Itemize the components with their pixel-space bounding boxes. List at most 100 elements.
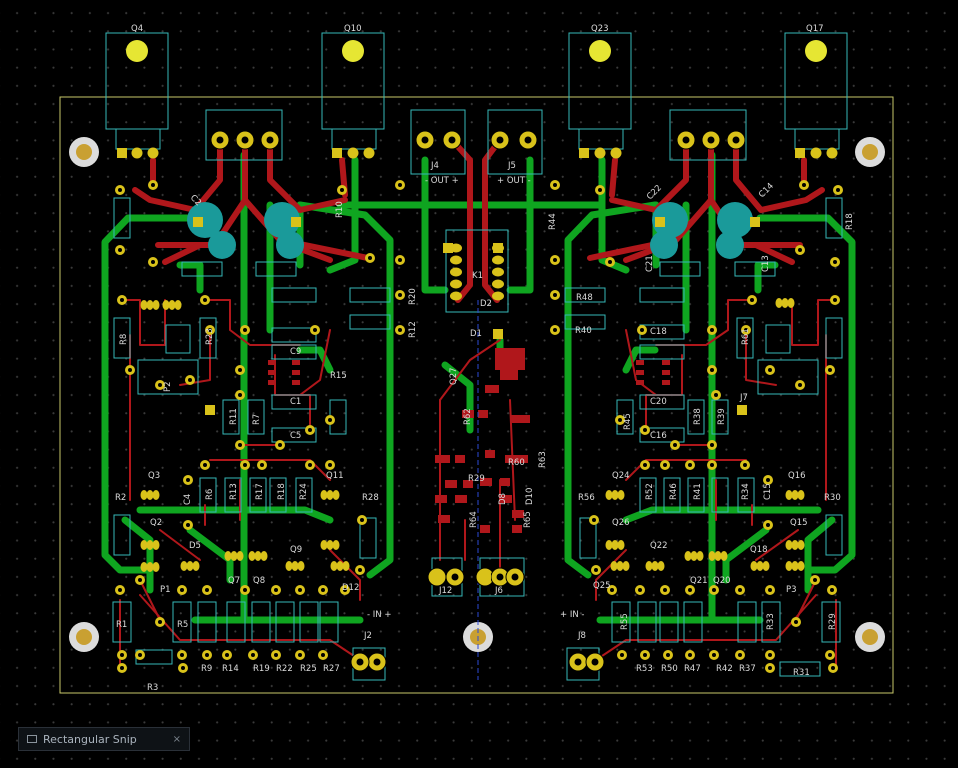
transistor-pad[interactable]: [320, 540, 328, 550]
relay-pad[interactable]: [492, 279, 504, 289]
transistor-pad[interactable]: [174, 300, 182, 310]
transistor-pad[interactable]: [617, 490, 625, 500]
square-pad[interactable]: [579, 148, 589, 158]
pad[interactable]: [594, 147, 606, 159]
transistor-pad[interactable]: [645, 561, 653, 571]
square-pad[interactable]: [493, 329, 503, 339]
transistor-pad[interactable]: [762, 561, 770, 571]
relay-pad[interactable]: [450, 267, 462, 277]
transistor-pad[interactable]: [684, 551, 692, 561]
square-pad[interactable]: [795, 148, 805, 158]
square-pad[interactable]: [493, 243, 503, 253]
transistor-pad[interactable]: [146, 562, 154, 572]
transistor-pad[interactable]: [791, 540, 799, 550]
transistor-pad[interactable]: [152, 562, 160, 572]
transistor-pad[interactable]: [605, 490, 613, 500]
transistor-pad[interactable]: [611, 540, 619, 550]
transistor-pad[interactable]: [326, 540, 334, 550]
transistor-pad[interactable]: [248, 551, 256, 561]
transistor-pad[interactable]: [611, 490, 619, 500]
transistor-pad[interactable]: [657, 561, 665, 571]
transistor-pad[interactable]: [152, 490, 160, 500]
rectangular-snip-tooltip[interactable]: Rectangular Snip ×: [18, 727, 190, 751]
pad[interactable]: [810, 147, 822, 159]
square-pad[interactable]: [481, 572, 491, 582]
transistor-pad[interactable]: [785, 540, 793, 550]
transistor-pad[interactable]: [224, 551, 232, 561]
transistor-pad[interactable]: [152, 300, 160, 310]
transistor-pad[interactable]: [720, 551, 728, 561]
transistor-pad[interactable]: [236, 551, 244, 561]
transistor-pad[interactable]: [152, 540, 160, 550]
transistor-pad[interactable]: [797, 561, 805, 571]
transistor-pad[interactable]: [230, 551, 238, 561]
square-pad[interactable]: [655, 217, 665, 227]
transistor-pad[interactable]: [610, 561, 618, 571]
square-pad[interactable]: [332, 148, 342, 158]
pad[interactable]: [610, 147, 622, 159]
pad[interactable]: [131, 147, 143, 159]
transistor-pad[interactable]: [140, 562, 148, 572]
transistor-pad[interactable]: [616, 561, 624, 571]
transistor-pad[interactable]: [140, 540, 148, 550]
transistor-pad[interactable]: [791, 561, 799, 571]
relay-pad[interactable]: [450, 291, 462, 301]
transistor-pad[interactable]: [605, 540, 613, 550]
transistor-pad[interactable]: [791, 490, 799, 500]
transistor-pad[interactable]: [146, 540, 154, 550]
transistor-pad[interactable]: [756, 561, 764, 571]
transistor-pad[interactable]: [320, 490, 328, 500]
transistor-pad[interactable]: [297, 561, 305, 571]
transistor-pad[interactable]: [168, 300, 176, 310]
pad[interactable]: [147, 147, 159, 159]
transistor-pad[interactable]: [330, 561, 338, 571]
transistor-pad[interactable]: [787, 298, 795, 308]
transistor-pad[interactable]: [260, 551, 268, 561]
transistor-pad[interactable]: [140, 490, 148, 500]
square-pad[interactable]: [291, 217, 301, 227]
transistor-pad[interactable]: [291, 561, 299, 571]
transistor-pad[interactable]: [332, 540, 340, 550]
transistor-pad[interactable]: [162, 300, 170, 310]
transistor-pad[interactable]: [622, 561, 630, 571]
transistor-pad[interactable]: [146, 490, 154, 500]
close-icon[interactable]: ×: [172, 733, 181, 745]
relay-pad[interactable]: [450, 279, 462, 289]
relay-pad[interactable]: [492, 291, 504, 301]
transistor-pad[interactable]: [708, 551, 716, 561]
transistor-pad[interactable]: [192, 561, 200, 571]
pad[interactable]: [826, 147, 838, 159]
transistor-pad[interactable]: [342, 561, 350, 571]
transistor-pad[interactable]: [775, 298, 783, 308]
square-pad[interactable]: [117, 148, 127, 158]
round-pads[interactable]: [115, 130, 843, 673]
transistor-pad[interactable]: [750, 561, 758, 571]
square-pad[interactable]: [431, 572, 441, 582]
transistor-pad[interactable]: [785, 561, 793, 571]
transistor-pad[interactable]: [797, 490, 805, 500]
transistor-pad[interactable]: [180, 561, 188, 571]
transistor-pad[interactable]: [714, 551, 722, 561]
square-pads[interactable]: [117, 148, 805, 582]
transistor-pad[interactable]: [186, 561, 194, 571]
relay-pad[interactable]: [492, 255, 504, 265]
transistor-pad[interactable]: [797, 540, 805, 550]
transistor-pad[interactable]: [254, 551, 262, 561]
transistor-pad[interactable]: [781, 298, 789, 308]
pad[interactable]: [347, 147, 359, 159]
transistor-pad[interactable]: [696, 551, 704, 561]
transistor-pad[interactable]: [785, 490, 793, 500]
transistor-pad[interactable]: [326, 490, 334, 500]
transistor-pad[interactable]: [651, 561, 659, 571]
relay-pad[interactable]: [450, 255, 462, 265]
square-pad[interactable]: [443, 243, 453, 253]
square-pad[interactable]: [193, 217, 203, 227]
transistor-pad[interactable]: [285, 561, 293, 571]
transistor-pad[interactable]: [332, 490, 340, 500]
tht-pads[interactable]: [126, 40, 827, 62]
pad[interactable]: [363, 147, 375, 159]
relay-pad[interactable]: [492, 267, 504, 277]
transistor-pad[interactable]: [140, 300, 148, 310]
square-pad[interactable]: [737, 405, 747, 415]
